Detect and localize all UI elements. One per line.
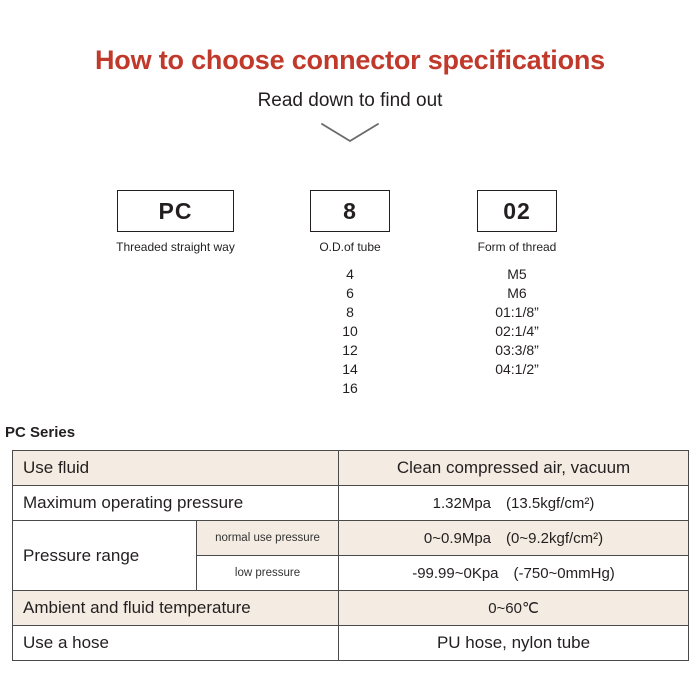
list-item: 02:1/4”: [495, 323, 539, 339]
list-item: 16: [342, 380, 358, 396]
list-item: 8: [346, 304, 354, 320]
list-item: 10: [342, 323, 358, 339]
code-box-tube-od: 8: [310, 190, 390, 232]
list-item: 12: [342, 342, 358, 358]
page-title: How to choose connector specifications: [95, 45, 605, 75]
row-label: Pressure range: [12, 520, 197, 591]
specifications-table: Use fluid Clean compressed air, vacuum M…: [11, 450, 690, 661]
row-value: 1.32Mpa (13.5kgf/cm²): [338, 485, 690, 521]
row-value: 0~60℃: [338, 590, 690, 626]
row-label: Use a hose: [11, 625, 340, 661]
code-box-tube-od-caption: O.D.of tube: [319, 240, 381, 254]
row-label: Maximum operating pressure: [11, 485, 340, 521]
thread-form-option-list: M5 M6 01:1/8” 02:1/4” 03:3/8” 04:1/2”: [457, 265, 577, 379]
code-box-series-caption: Threaded straight way: [116, 240, 235, 254]
row-value: Clean compressed air, vacuum: [338, 450, 690, 486]
row-sublabel: low pressure: [195, 555, 340, 591]
list-item: 04:1/2”: [495, 361, 539, 377]
table-row: Pressure range normal use pressure 0~0.9…: [12, 520, 690, 591]
series-heading: PC Series: [5, 424, 76, 441]
row-label: Use fluid: [11, 450, 340, 486]
list-item: 6: [346, 285, 354, 301]
list-item: M5: [507, 266, 527, 282]
table-row: low pressure -99.99~0Kpa (-750~0mmHg): [13, 555, 690, 591]
code-box-thread-form: 02: [477, 190, 557, 232]
page-subtitle: Read down to find out: [257, 90, 443, 111]
list-item: 4: [346, 266, 354, 282]
table-row: Ambient and fluid temperature 0~60℃: [11, 590, 690, 626]
row-value: -99.99~0Kpa (-750~0mmHg): [338, 555, 690, 591]
row-sublabel: normal use pressure: [195, 520, 340, 556]
code-box-series: PC: [117, 190, 234, 232]
table-row: Maximum operating pressure 1.32Mpa (13.5…: [11, 485, 690, 521]
table-row: Use fluid Clean compressed air, vacuum: [11, 450, 690, 486]
list-item: 01:1/8”: [495, 304, 539, 320]
list-item: 03:3/8”: [495, 342, 539, 358]
tube-od-option-list: 4 6 8 10 12 14 16: [310, 265, 390, 398]
table-row: Use a hose PU hose, nylon tube: [11, 625, 690, 661]
row-value: 0~0.9Mpa (0~9.2kgf/cm²): [338, 520, 690, 556]
list-item: M6: [507, 285, 527, 301]
row-value: PU hose, nylon tube: [338, 625, 690, 661]
chevron-down-icon: [318, 120, 382, 146]
row-label: Ambient and fluid temperature: [11, 590, 340, 626]
list-item: 14: [342, 361, 358, 377]
code-box-thread-form-caption: Form of thread: [477, 240, 557, 254]
